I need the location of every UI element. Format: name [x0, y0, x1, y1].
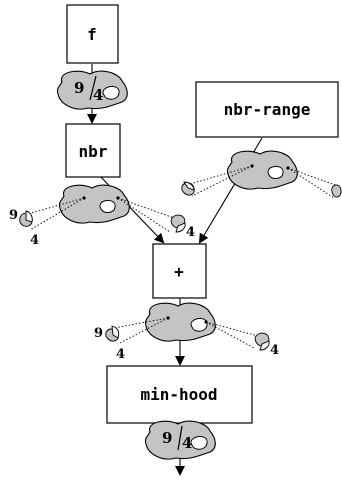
field-nbr-range-right-link [287, 167, 339, 199]
field-top: 9 4 [56, 70, 128, 110]
node-nbr-range-label: nbr-range [224, 100, 311, 119]
field-top-left-value: 9 [74, 79, 84, 97]
field-nbr-range-right-neighbour [331, 184, 342, 198]
field-nbr-range-hole [267, 165, 284, 179]
field-plus-left-value: 9 [94, 326, 103, 341]
field-plus-left-link [113, 317, 169, 345]
field-bottom-right-value: 4 [182, 434, 192, 452]
field-plus-hole [190, 317, 208, 332]
node-nbr-label: nbr [79, 142, 108, 161]
field-top-right-value: 4 [93, 86, 103, 104]
field-nbr: 9 4 4 [9, 184, 195, 248]
field-plus-right-value: 4 [116, 347, 125, 362]
field-nbr-right-cone-value: 4 [186, 225, 195, 240]
node-nbr-box [65, 123, 121, 178]
field-nbr-hole [99, 199, 116, 213]
field-nbr-right-neighbour [170, 214, 186, 233]
field-nbr-left-value: 9 [9, 208, 18, 223]
field-plus-right-cone-value: 4 [270, 343, 279, 358]
node-min-hood-label: min-hood [140, 385, 217, 404]
field-bottom-hole [190, 435, 208, 450]
node-plus: + [152, 243, 207, 299]
node-nbr-range: nbr-range [195, 81, 339, 138]
field-plus-right-neighbour [254, 332, 270, 351]
field-bottom: 9 4 [144, 420, 216, 460]
field-nbr-range-left-link [189, 165, 253, 197]
field-nbr-right-value: 4 [30, 233, 39, 248]
field-plus: 9 4 4 [94, 302, 279, 362]
node-plus-box [152, 243, 207, 299]
field-nbr-left-neighbour [19, 210, 33, 227]
node-nbr: nbr [65, 123, 121, 178]
node-plus-label: + [174, 262, 184, 281]
field-nbr-range [181, 150, 342, 199]
field-top-hole [102, 85, 120, 100]
field-nbr-range-left-neighbour [181, 181, 195, 196]
field-nbr-right-link [117, 197, 175, 233]
field-bottom-divider [177, 425, 183, 451]
field-top-divider [89, 75, 97, 101]
node-f-box [66, 4, 119, 64]
node-f-label: f [87, 25, 97, 44]
field-bottom-left-value: 9 [162, 429, 172, 447]
field-plus-left-neighbour [105, 325, 120, 342]
node-f: f [66, 4, 119, 64]
node-nbr-range-box [195, 81, 339, 138]
field-nbr-region [58, 184, 130, 224]
field-nbr-left-link [27, 197, 85, 231]
node-min-hood: min-hood [106, 365, 253, 424]
